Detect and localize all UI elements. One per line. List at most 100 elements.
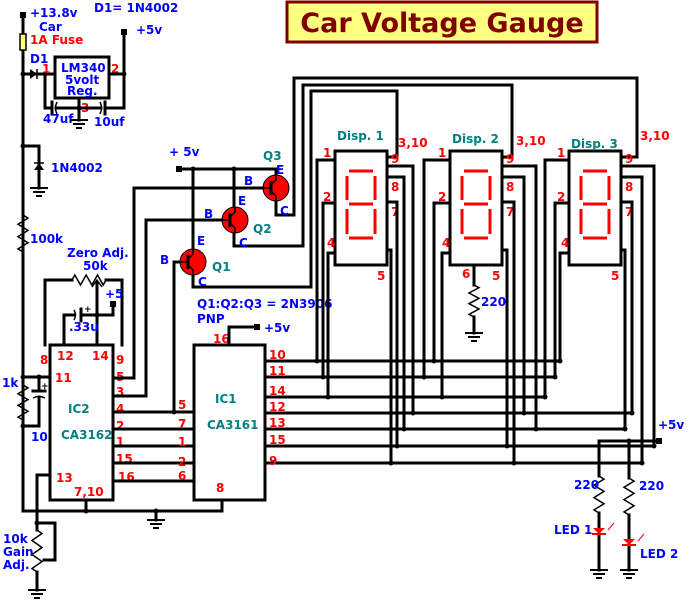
resistor-1k-icon	[16, 384, 30, 421]
ic1-5v-label: +5v	[264, 321, 290, 335]
q2-label: Q2	[253, 222, 272, 236]
display-pin: 2	[323, 190, 331, 204]
junction-dot	[629, 410, 635, 416]
junction-dot	[394, 443, 400, 449]
ic1-output-pin: 13	[269, 416, 286, 430]
led1-label: LED 1	[554, 523, 592, 537]
display-pin: 1	[323, 146, 331, 160]
potentiometer-10k-icon	[30, 529, 44, 573]
r100k-label: 100k	[30, 232, 64, 246]
seven-segment-digit-icon	[579, 169, 611, 240]
ground-icon	[465, 332, 483, 342]
q2-emitter-label: E	[238, 194, 246, 208]
junction-dot	[439, 394, 445, 400]
ic1-input-pin: 5	[178, 398, 186, 412]
ic1-pin-8: 8	[216, 481, 224, 495]
transistor-5v-label: + 5v	[169, 145, 200, 159]
ic2-pin-7-10: 7,10	[74, 485, 104, 499]
gain-adj-value: 10k	[3, 532, 29, 546]
ic2-part: CA3162	[61, 428, 113, 442]
disp2-pin-6: 6	[462, 267, 470, 281]
q3-label: Q3	[263, 149, 282, 163]
junction-dot	[552, 374, 558, 380]
ground-icon	[70, 119, 88, 129]
junction-dot	[533, 426, 539, 432]
ic2-pin-3: 3	[116, 385, 124, 399]
potentiometer-50k-icon	[71, 273, 107, 287]
regulator-line2: 5volt	[65, 73, 100, 87]
diode-1n4002-icon	[34, 162, 44, 170]
regulator: LM340 5volt Reg. 1 2 3 +5v 47uf 10uf	[20, 23, 162, 129]
ground-icon	[590, 569, 608, 579]
junction-dot	[388, 460, 394, 466]
q2-base-label: B	[204, 207, 213, 221]
seven-segment-digit-icon	[345, 169, 377, 240]
ic2-pin-1: 1	[116, 435, 124, 449]
display-pin: 1	[557, 146, 565, 160]
led2-label: LED 2	[640, 547, 678, 561]
lm340-box	[53, 55, 111, 100]
led1-icon	[592, 522, 615, 535]
regulator-pin1: 1	[42, 62, 50, 76]
junction-dot	[639, 460, 645, 466]
display-pin: 5	[611, 269, 619, 283]
svg-text:+: +	[84, 305, 92, 315]
ic1-output-pin: 9	[269, 454, 277, 468]
resistor-100k-icon	[16, 214, 30, 253]
junction-dot	[320, 374, 326, 380]
zero-adj-label: Zero Adj.	[67, 246, 129, 260]
junction-dot	[421, 374, 427, 380]
q1-base-label: B	[160, 253, 169, 267]
display-pin: 2	[438, 190, 446, 204]
display-name: Disp. 1	[337, 129, 384, 143]
seven-segment-display	[567, 149, 623, 267]
led2-resistor-label: 220	[639, 479, 664, 493]
seven-segment-digit-icon	[460, 169, 492, 240]
display-common-pin: 3,10	[640, 129, 670, 143]
ic1-input-pin: 7	[178, 417, 186, 431]
d1-label: D1	[30, 52, 48, 66]
gain-adjust-pot: 10k Gain Adj.	[3, 473, 57, 599]
junction-dot	[431, 358, 437, 364]
zero-adj-value: 50k	[83, 259, 109, 273]
display-common-pin: 3,10	[398, 136, 428, 150]
resistor-220-icon	[467, 284, 481, 318]
junction-dot	[651, 443, 657, 449]
transistor-q1-icon	[179, 248, 207, 276]
input-network: 1k + 10u	[2, 374, 56, 444]
cap-47uf-label: 47uf	[43, 112, 74, 126]
q2-collector-label: C	[239, 236, 248, 250]
resistor-220-icon	[592, 475, 606, 514]
ic2-pin-4: 4	[116, 402, 124, 416]
capacitor-033u-icon: +	[73, 305, 92, 323]
display-common-pin: 3,10	[516, 134, 546, 148]
ic2-pin-8: 8	[40, 353, 48, 367]
ic2-pin-2: 2	[116, 419, 124, 433]
display-pin: 4	[442, 236, 450, 250]
display-pin: 5	[492, 269, 500, 283]
regulator-pin2: 2	[111, 62, 119, 76]
junction-dot	[325, 394, 331, 400]
d1-note: D1= 1N4002	[94, 1, 178, 15]
seven-segment-display	[333, 149, 389, 267]
q1-collector-label: C	[198, 275, 207, 289]
capacitor-10u-icon: +	[31, 382, 49, 399]
ic2-pin-9: 9	[116, 353, 124, 367]
display-pin: 7	[625, 205, 633, 219]
junction-dot	[622, 426, 628, 432]
ic2-pin-13: 13	[56, 471, 73, 485]
cap-033u-label: .33u	[69, 320, 99, 334]
ground-icon	[147, 519, 165, 529]
ic2-pin-12: 12	[57, 349, 74, 363]
ic1-input-pin: 2	[178, 455, 186, 469]
regulator-name: LM340	[61, 61, 106, 75]
svg-text:+: +	[41, 382, 49, 392]
led1-resistor-label: 220	[574, 478, 599, 492]
resistor-220-icon	[622, 477, 636, 516]
display-pin: 8	[506, 180, 514, 194]
ground-bus	[21, 498, 224, 513]
